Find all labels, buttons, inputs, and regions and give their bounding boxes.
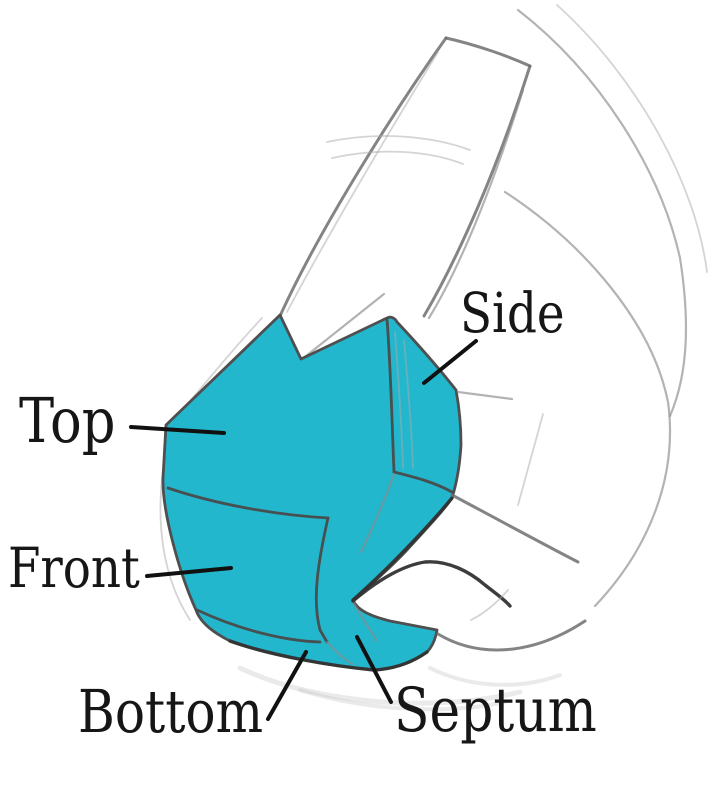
label-bottom: Bottom bbox=[78, 677, 264, 746]
ridge-echo-line-1 bbox=[394, 331, 404, 469]
plane-crease-lines bbox=[166, 317, 512, 672]
side-extension-faint-line bbox=[456, 390, 514, 401]
bridge-ridge-echo-line bbox=[427, 88, 525, 320]
pointer-lines bbox=[129, 339, 478, 721]
septum-left-edge-line bbox=[350, 598, 379, 643]
pointer-line-top bbox=[129, 425, 226, 435]
under-nose-shading-3 bbox=[428, 666, 562, 687]
under-nose-shading-2 bbox=[298, 688, 507, 712]
ridge-echo-line-2 bbox=[403, 339, 414, 469]
brow-sketch-line-2 bbox=[331, 150, 464, 165]
notch-extension-line bbox=[299, 292, 386, 362]
nostril-rim-curve bbox=[351, 560, 512, 608]
nostril-corner-crease bbox=[470, 589, 509, 621]
wing-faint-diagonal bbox=[517, 413, 544, 506]
side-bottom-crease bbox=[392, 470, 454, 494]
cheek-outer-curve-1 bbox=[516, 8, 688, 418]
pencil-construction-lines bbox=[159, 4, 708, 621]
bridge-left-line bbox=[278, 36, 448, 318]
label-side: Side bbox=[460, 281, 565, 345]
left-outer-faint-line bbox=[159, 469, 191, 621]
bottom-septum-divider bbox=[325, 640, 354, 666]
cheek-outer-curve-2 bbox=[556, 4, 708, 273]
wing-top-fold-line bbox=[450, 493, 580, 564]
pointer-line-septum bbox=[355, 635, 393, 704]
highlighted-planes bbox=[161, 313, 463, 672]
cheek-s-curve bbox=[503, 190, 672, 608]
front-bottom-crease bbox=[195, 608, 322, 644]
front-ball-crease bbox=[314, 516, 330, 644]
bridge-ridge-line bbox=[422, 64, 532, 318]
ball-crease-line bbox=[359, 472, 396, 554]
wing-bottom-curve bbox=[436, 619, 587, 652]
top-side-ridge-line bbox=[385, 317, 396, 474]
bridge-left-echo-line bbox=[286, 51, 439, 313]
top-front-crease bbox=[166, 486, 330, 520]
pointer-line-bottom bbox=[266, 650, 308, 721]
pointer-line-front bbox=[145, 566, 233, 578]
nostril-wing-sketch bbox=[237, 390, 587, 712]
label-front: Front bbox=[8, 536, 140, 600]
pointer-line-side bbox=[422, 339, 478, 385]
under-nose-shading-1 bbox=[237, 665, 523, 706]
base-dark-edge bbox=[228, 639, 429, 672]
brow-sketch-line-1 bbox=[326, 135, 471, 151]
label-top: Top bbox=[19, 384, 116, 457]
glabella-line bbox=[444, 36, 532, 68]
label-septum: Septum bbox=[394, 675, 597, 746]
